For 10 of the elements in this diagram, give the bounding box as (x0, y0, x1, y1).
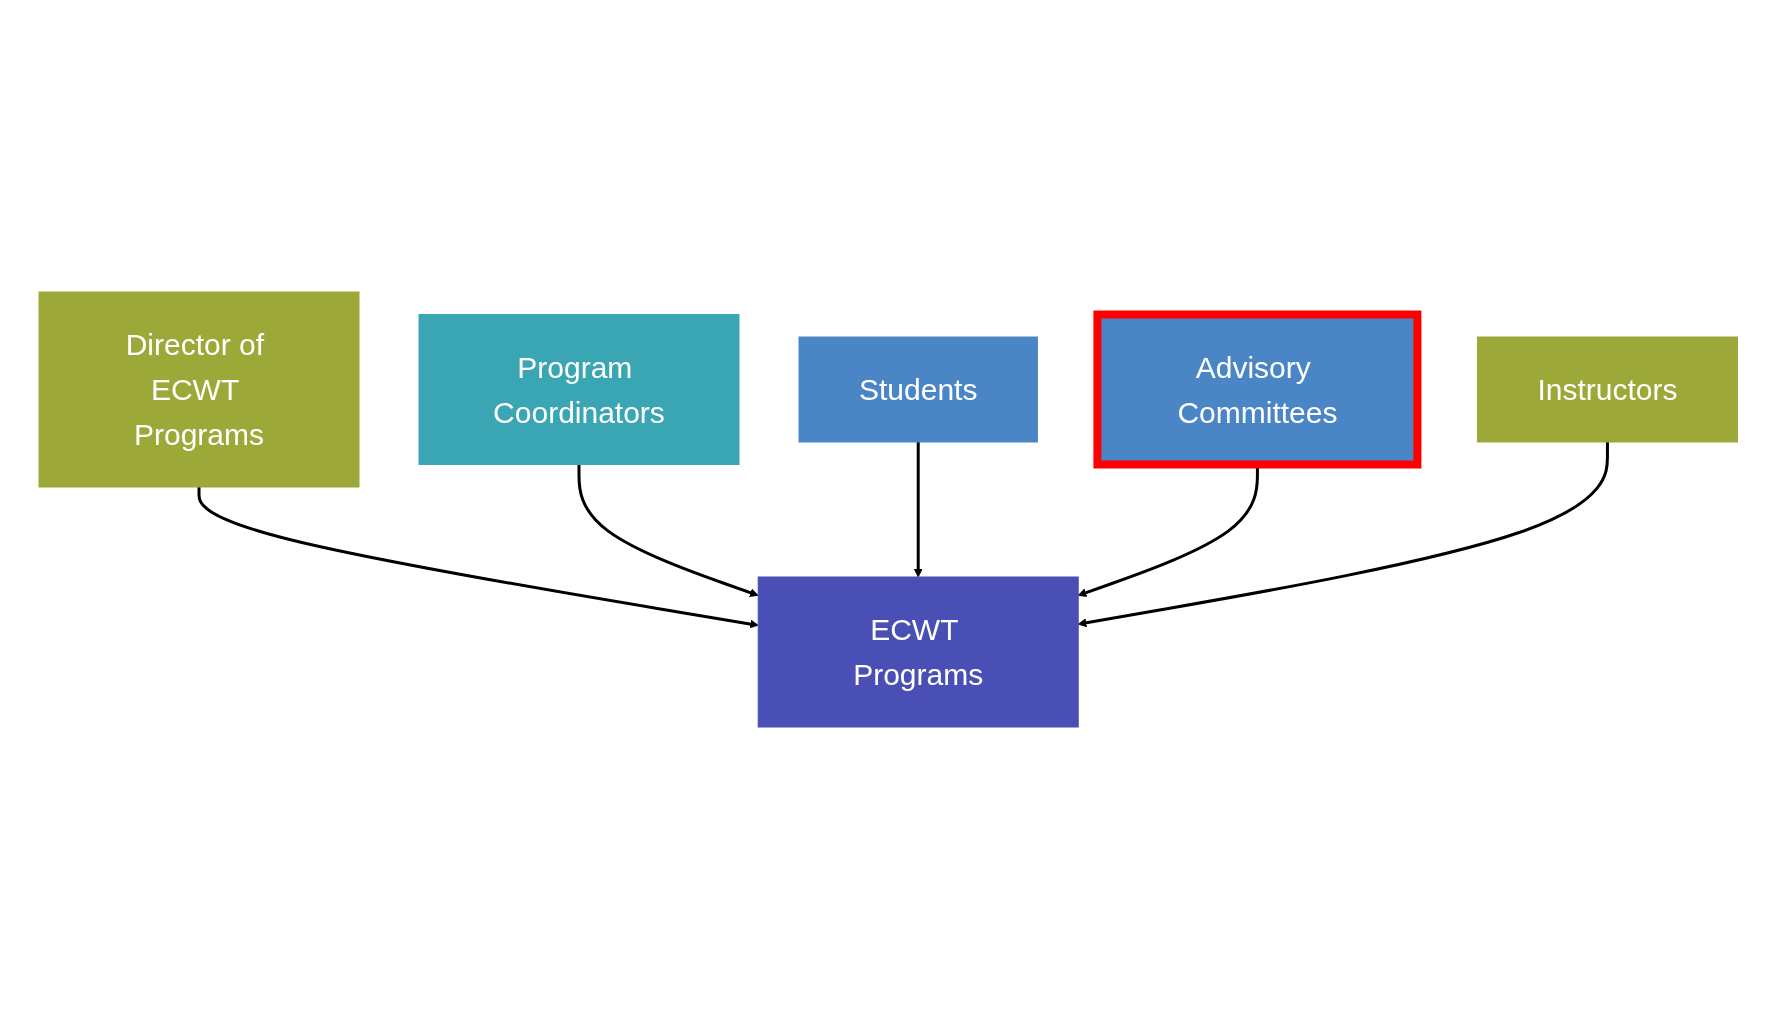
arrow (577, 464, 759, 597)
node-box: Program Coordinators (418, 314, 740, 465)
arrow (1078, 442, 1610, 628)
node-box: Advisory Committees (1093, 310, 1422, 469)
node-box: ECWT Programs (758, 576, 1079, 728)
node-box: Instructors (1477, 336, 1739, 443)
arrow (914, 442, 923, 578)
node-box: Students (798, 336, 1039, 443)
arrow (197, 487, 759, 629)
node-box: Director of ECWT Programs (38, 291, 360, 488)
